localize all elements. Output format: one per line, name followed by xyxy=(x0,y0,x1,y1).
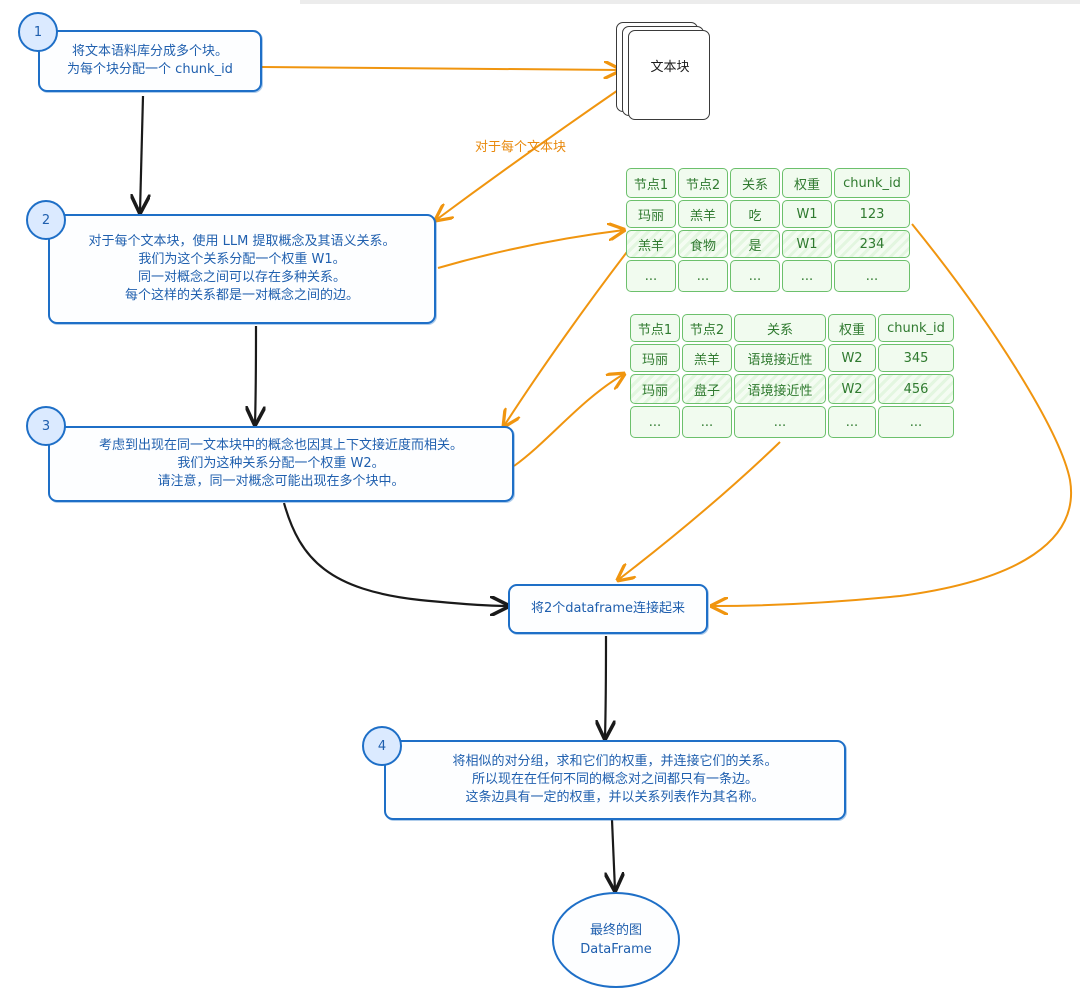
step3-line-2: 我们为这种关系分配一个权重 W2。 xyxy=(177,456,385,471)
arrow-step3-to-merge xyxy=(282,502,508,606)
arrow-step2-to-step3 xyxy=(255,325,256,424)
table1-cell: 吃 xyxy=(730,200,780,228)
table2-cell: 玛丽 xyxy=(630,344,680,372)
step3-box: 考虑到出现在同一文本块中的概念也因其上下文接近度而相关。 我们为这种关系分配一个… xyxy=(48,426,514,502)
table2-cell: 456 xyxy=(878,374,954,404)
step2-line-3: 同一对概念之间可以存在多种关系。 xyxy=(137,270,346,285)
top-bar xyxy=(300,0,1080,4)
step1-badge: 1 xyxy=(18,12,58,52)
table2-header-cell: 关系 xyxy=(734,314,826,342)
table1-cell: ... xyxy=(834,260,910,292)
table1-cell: 234 xyxy=(834,230,910,258)
table2-cell: 盘子 xyxy=(682,374,732,404)
table1-cell: 玛丽 xyxy=(626,200,676,228)
final-graph-dataframe: 最终的图 DataFrame xyxy=(552,892,680,988)
step2-line-2: 我们为这个关系分配一个权重 W1。 xyxy=(138,252,346,267)
merge-label: 将2个dataframe连接起来 xyxy=(530,601,686,616)
table2-cell: ... xyxy=(828,406,876,438)
table2-cell: 羔羊 xyxy=(682,344,732,372)
final-line-1: 最终的图 xyxy=(589,923,642,938)
table2-cell: ... xyxy=(682,406,732,438)
table1-cell: 食物 xyxy=(678,230,728,258)
step1-line-1: 将文本语料库分成多个块。 xyxy=(71,44,228,59)
table2-cell: 语境接近性 xyxy=(734,374,826,404)
step4-badge: 4 xyxy=(362,726,402,766)
step4-line-1: 将相似的对分组，求和它们的权重，并连接它们的关系。 xyxy=(452,754,778,769)
table1-cell: 是 xyxy=(730,230,780,258)
table1-cell: 123 xyxy=(834,200,910,228)
table1-cell: ... xyxy=(626,260,676,292)
table1-cell: W1 xyxy=(782,230,832,258)
final-line-2: DataFrame xyxy=(580,942,652,957)
table1-cell: 羔羊 xyxy=(626,230,676,258)
step3-line-3: 请注意，同一对概念可能出现在多个块中。 xyxy=(157,474,405,489)
table2-cell: ... xyxy=(630,406,680,438)
table2-header-cell: chunk_id xyxy=(878,314,954,342)
step4-line-2: 所以现在在任何不同的概念对之间都只有一条边。 xyxy=(471,772,758,787)
table1-header-cell: chunk_id xyxy=(834,168,910,198)
table2-cell: 玛丽 xyxy=(630,374,680,404)
table1-header-cell: 节点2 xyxy=(678,168,728,198)
step2-box: 对于每个文本块，使用 LLM 提取概念及其语义关系。 我们为这个关系分配一个权重… xyxy=(48,214,436,324)
merge-dataframes-box: 将2个dataframe连接起来 xyxy=(508,584,708,634)
table1-header-cell: 关系 xyxy=(730,168,780,198)
step1-line-2: 为每个块分配一个 chunk_id xyxy=(67,62,233,77)
arrow-step2-to-table1 xyxy=(437,230,624,269)
table2-header-cell: 节点2 xyxy=(682,314,732,342)
table2-cell: 语境接近性 xyxy=(734,344,826,372)
step4-line-3: 这条边具有一定的权重，并以关系列表作为其名称。 xyxy=(465,790,765,805)
arrow-table1-to-step3 xyxy=(504,247,631,426)
arrow-step4-to-final xyxy=(612,819,615,890)
table2-cell: ... xyxy=(878,406,954,438)
step2-line-1: 对于每个文本块，使用 LLM 提取概念及其语义关系。 xyxy=(88,234,396,249)
step4-box: 将相似的对分组，求和它们的权重，并连接它们的关系。 所以现在在任何不同的概念对之… xyxy=(384,740,846,820)
table2-cell: ... xyxy=(734,406,826,438)
arrow-step1-to-step2 xyxy=(140,95,143,212)
table1-cell: ... xyxy=(730,260,780,292)
step2-line-4: 每个这样的关系都是一对概念之间的边。 xyxy=(124,288,359,303)
table1-cell: 羔羊 xyxy=(678,200,728,228)
table1-header-cell: 节点1 xyxy=(626,168,676,198)
text-chunk-stack-icon xyxy=(616,22,716,122)
table1-cell: ... xyxy=(678,260,728,292)
table1-cell: ... xyxy=(782,260,832,292)
arrow-merge-to-step4 xyxy=(605,635,606,738)
arrow-step1-to-chunks xyxy=(261,67,620,70)
text-chunk-label: 文本块 xyxy=(650,60,690,75)
table2-cell: W2 xyxy=(828,374,876,404)
table2-header-cell: 节点1 xyxy=(630,314,680,342)
step1-box: 将文本语料库分成多个块。 为每个块分配一个 chunk_id xyxy=(38,30,262,92)
table2-cell: W2 xyxy=(828,344,876,372)
table1-header-cell: 权重 xyxy=(782,168,832,198)
table2-cell: 345 xyxy=(878,344,954,372)
table1-cell: W1 xyxy=(782,200,832,228)
table2-header-cell: 权重 xyxy=(828,314,876,342)
for-each-chunk-label: 对于每个文本块 xyxy=(475,140,567,155)
arrow-table2-to-merge xyxy=(618,441,781,580)
step3-line-1: 考虑到出现在同一文本块中的概念也因其上下文接近度而相关。 xyxy=(98,438,463,453)
step2-badge: 2 xyxy=(26,200,66,240)
arrow-step3-to-table2 xyxy=(513,374,624,467)
step3-badge: 3 xyxy=(26,406,66,446)
